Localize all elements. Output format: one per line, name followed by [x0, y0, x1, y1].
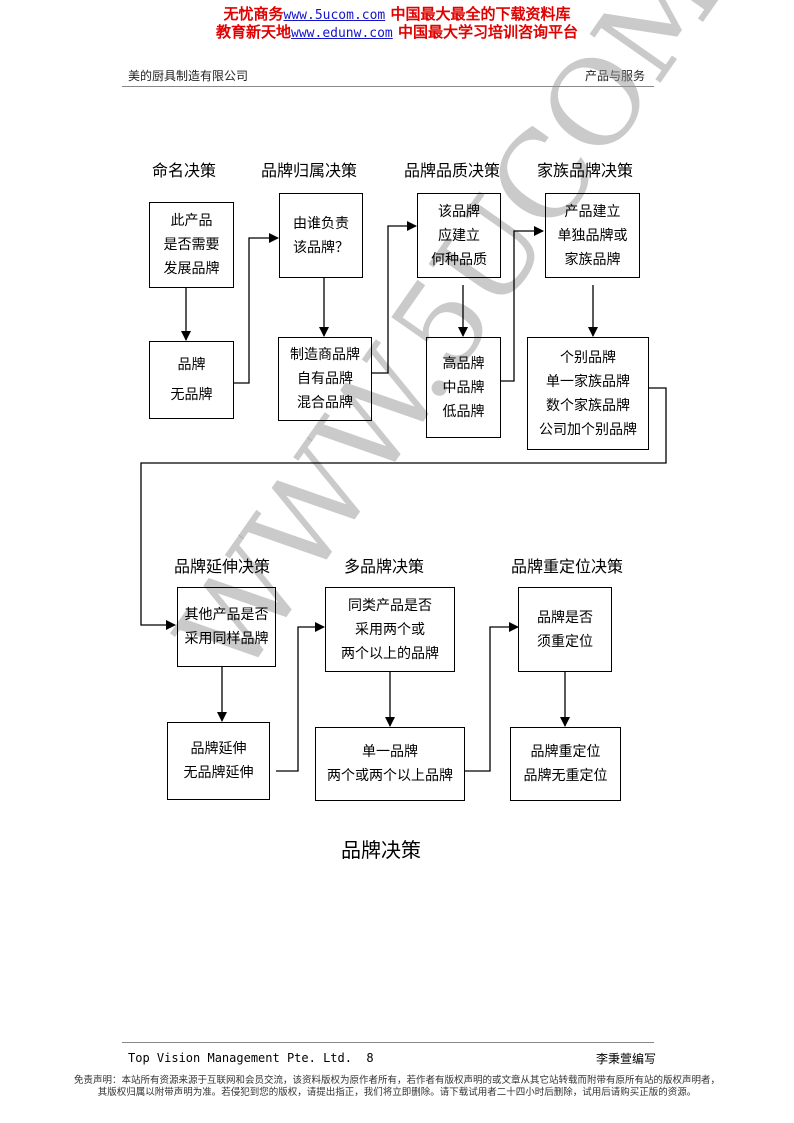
box-naming-options: 品牌 无品牌 — [149, 341, 234, 419]
banner-text: 无忧商务 — [223, 5, 284, 23]
box-owner-question: 由谁负责 该品牌？ — [279, 193, 363, 278]
box-naming-question: 此产品 是否需要 发展品牌 — [149, 202, 234, 288]
title-extension: 品牌延伸决策 — [174, 557, 271, 576]
connector-3 — [501, 226, 544, 382]
banner-link[interactable]: www.edunw.com — [291, 26, 393, 41]
banner-text: 教育新天地 — [216, 23, 292, 41]
promo-banner-line-1: 无忧商务www.5ucom.com 中国最大最全的下载资料库 — [0, 6, 794, 24]
promo-banner-line-2: 教育新天地www.edunw.com 中国最大学习培训咨询平台 — [0, 24, 794, 42]
connector-5 — [276, 622, 325, 772]
title-multi-brand: 多品牌决策 — [344, 557, 425, 576]
box-quality-question: 该品牌 应建立 何种品质 — [417, 193, 501, 278]
box-extension-question: 其他产品是否 采用同样品牌 — [177, 587, 276, 667]
title-family: 家族品牌决策 — [537, 161, 634, 180]
footer-company: Top Vision Management Pte. Ltd. 8 — [128, 1051, 374, 1065]
box-family-options: 个别品牌 单一家族品牌 数个家族品牌 公司加个别品牌 — [527, 337, 649, 450]
title-quality: 品牌品质决策 — [404, 161, 501, 180]
connector-4 — [140, 387, 667, 630]
banner-link[interactable]: www.5ucom.com — [283, 8, 386, 23]
box-multi-question: 同类产品是否 采用两个或 两个以上的品牌 — [325, 587, 455, 672]
connector-2 — [372, 221, 417, 374]
connector-1 — [233, 233, 279, 384]
box-family-question: 产品建立 单独品牌或 家族品牌 — [545, 193, 640, 278]
title-owner: 品牌归属决策 — [261, 161, 358, 180]
box-extension-options: 品牌延伸 无品牌延伸 — [167, 722, 270, 800]
header-rule — [122, 86, 654, 87]
header-section: 产品与服务 — [585, 69, 646, 83]
title-naming: 命名决策 — [152, 161, 217, 180]
connector-6 — [465, 622, 519, 772]
disclaimer-line-1: 免责声明：本站所有资源来源于互联网和会员交流，该资料版权为原作者所有，若作者有版… — [73, 1075, 720, 1086]
disclaimer-line-2: 其版权归属以附带声明为准。若侵犯到您的版权，请提出指正，我们将立即删除。请下载试… — [97, 1087, 697, 1098]
box-reposition-options: 品牌重定位 品牌无重定位 — [510, 727, 621, 801]
page-number: 8 — [366, 1051, 374, 1065]
diagram-caption: 品牌决策 — [341, 838, 421, 862]
box-owner-options: 制造商品牌 自有品牌 混合品牌 — [278, 337, 372, 421]
header-company: 美的厨具制造有限公司 — [128, 69, 249, 83]
title-reposition: 品牌重定位决策 — [511, 557, 624, 576]
banner-text: 中国最大学习培训咨询平台 — [392, 23, 578, 41]
box-multi-options: 单一品牌 两个或两个以上品牌 — [315, 727, 465, 801]
footer-rule — [122, 1042, 654, 1043]
box-quality-options: 高品牌 中品牌 低品牌 — [426, 337, 501, 438]
footer-author: 李秉萱编写 — [596, 1052, 657, 1066]
banner-text: 中国最大最全的下载资料库 — [385, 5, 571, 23]
box-reposition-question: 品牌是否 须重定位 — [518, 587, 612, 672]
